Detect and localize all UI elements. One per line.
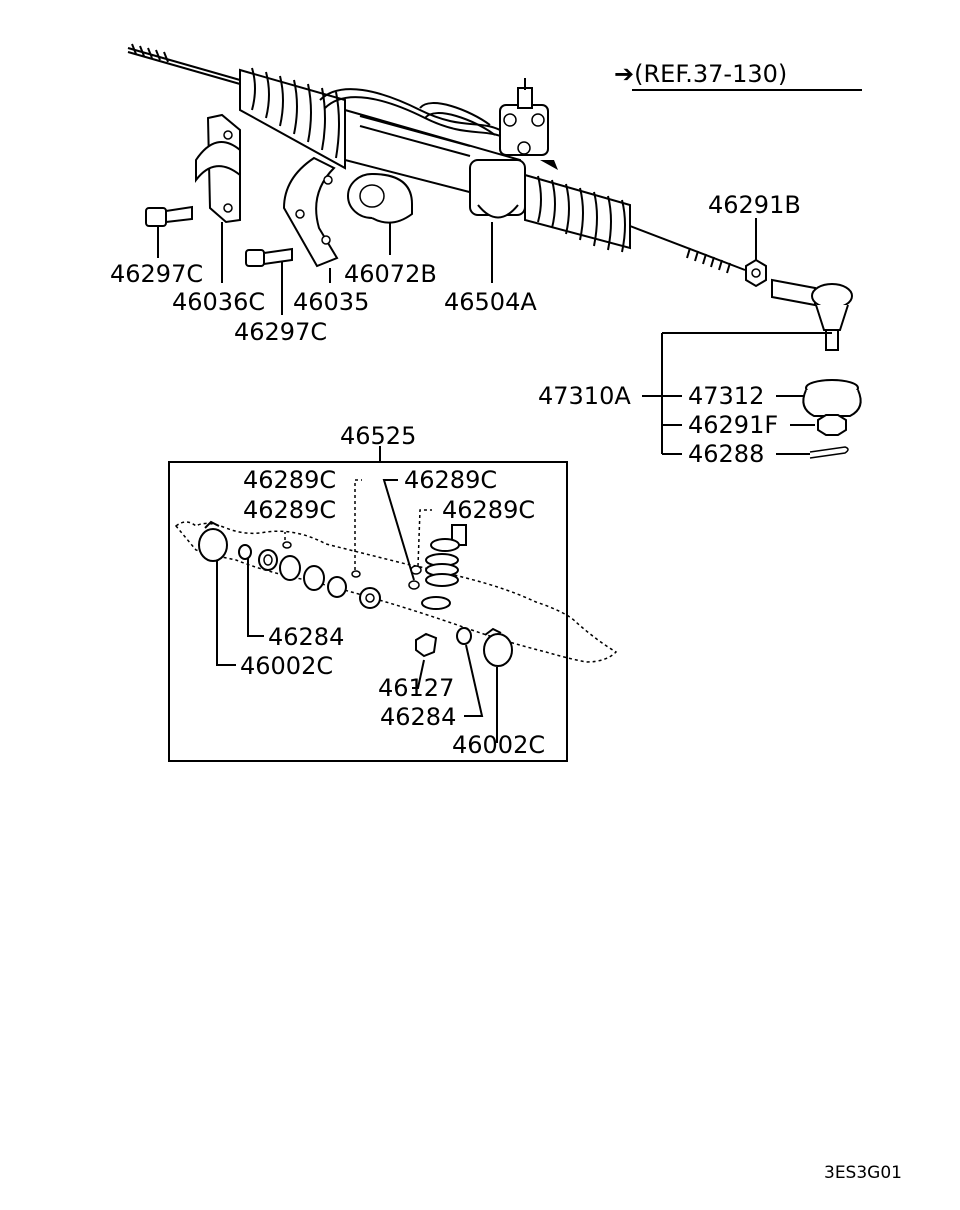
bolt-46297C-left — [145, 205, 193, 258]
label-46289C-b: 46289C — [404, 466, 497, 494]
ring-46284-left — [238, 544, 252, 560]
label-46035: 46035 — [293, 288, 369, 316]
dust-boot-47312 — [802, 379, 862, 417]
label-46291B: 46291B — [708, 191, 801, 219]
label-46504A: 46504A — [444, 288, 537, 316]
label-47312: 47312 — [688, 382, 764, 410]
bolt-46297C-lower — [245, 247, 293, 315]
ring-46284-right — [456, 627, 472, 645]
clamp-46002C-right — [483, 627, 513, 667]
seal-ring-3 — [303, 565, 325, 591]
nut-46291B — [745, 218, 767, 288]
label-46289C-a: 46289C — [243, 466, 336, 494]
label-47310A: 47310A — [538, 382, 631, 410]
leader-tree-47310A — [642, 332, 832, 455]
label-46072B: 46072B — [344, 260, 437, 288]
diagram-code: 3ES3G01 — [824, 1163, 902, 1183]
valve-housing — [499, 78, 558, 170]
reference-note: ➔(REF.37-130) — [614, 60, 862, 91]
label-46297C-a: 46297C — [110, 260, 203, 288]
seal-ring-2 — [279, 555, 301, 581]
label-46127: 46127 — [378, 674, 454, 702]
kit-box — [168, 461, 568, 762]
center-housing — [469, 159, 526, 219]
cap-46127 — [415, 632, 438, 658]
valve-seal-stack — [421, 524, 467, 610]
tie-rod-end-47310A — [771, 278, 853, 351]
right-boot — [524, 173, 631, 253]
label-46036C: 46036C — [172, 288, 265, 316]
left-boot — [239, 67, 346, 170]
label-46284-a: 46284 — [268, 623, 344, 651]
steering-rack-assembly — [127, 43, 746, 274]
label-46002C-b: 46002C — [452, 731, 545, 759]
o-ring-46289C-a — [282, 541, 292, 549]
bushing-46072B — [347, 173, 413, 255]
label-46289C-c: 46289C — [243, 496, 336, 524]
o-ring-46289C-c — [408, 580, 420, 590]
label-46284-b: 46284 — [380, 703, 456, 731]
o-ring-46289C-b — [351, 570, 361, 578]
reference-label: ➔(REF.37-130) — [614, 60, 787, 88]
clamp-46002C-left — [198, 520, 228, 562]
left-tie-rod — [127, 43, 241, 85]
cotter-pin-46288 — [809, 446, 849, 459]
label-46525: 46525 — [340, 422, 416, 450]
label-46291F: 46291F — [688, 411, 778, 439]
castle-nut-46291F — [817, 414, 847, 436]
bracket-46035 — [282, 156, 339, 283]
clamp-46036C — [195, 113, 241, 283]
right-tie-rod — [629, 225, 746, 274]
seal-kit-46525 — [168, 446, 618, 762]
label-46297C-b: 46297C — [234, 318, 327, 346]
label-46288: 46288 — [688, 440, 764, 468]
seal-ring-4 — [327, 576, 347, 598]
label-46289C-d: 46289C — [442, 496, 535, 524]
label-46002C-a: 46002C — [240, 652, 333, 680]
